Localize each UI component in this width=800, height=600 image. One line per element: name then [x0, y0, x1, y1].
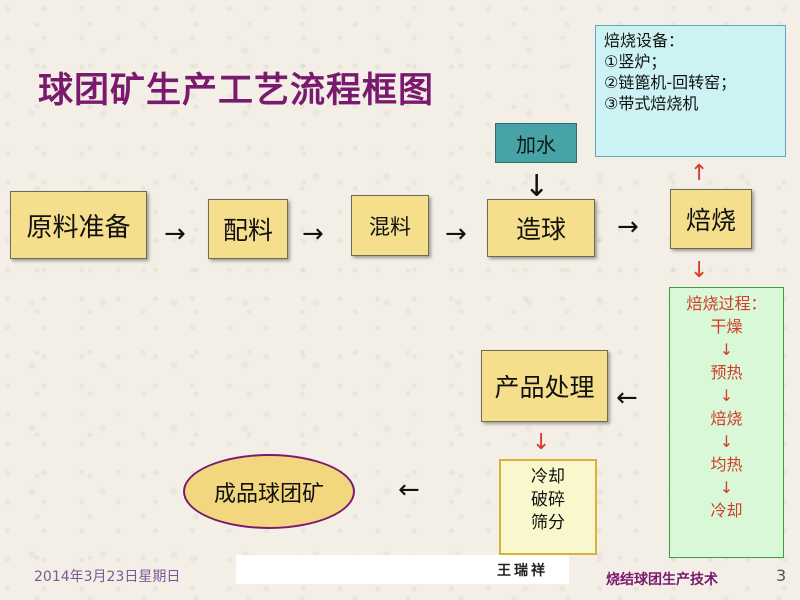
page-number: 3 — [776, 566, 787, 585]
step-label: 焙烧 — [685, 206, 736, 235]
process-stage: 焙烧 — [710, 409, 743, 428]
process-heading: 焙烧过程： — [686, 294, 767, 313]
treatment-step: 冷却 — [531, 467, 565, 487]
left-arrow: ← — [398, 475, 420, 505]
step-label: 混料 — [369, 214, 411, 239]
step-raw-material: 原料准备 — [10, 191, 147, 259]
step-mixing: 混料 — [351, 195, 429, 256]
down-arrow: ↓ — [690, 258, 709, 283]
course-title: 烧结球团生产技术 — [606, 572, 718, 588]
finished-label: 成品球团矿 — [213, 481, 324, 507]
step-label: 产品处理 — [494, 373, 595, 402]
down-arrow: ↓ — [532, 430, 551, 455]
step-roasting: 焙烧 — [670, 189, 752, 249]
add-water-label: 加水 — [516, 132, 556, 157]
up-arrow: ↑ — [690, 161, 709, 186]
page-title: 球团矿生产工艺流程框图 — [38, 71, 435, 111]
treatment-box: 冷却 破碎 筛分 — [499, 459, 597, 555]
treatment-step: 筛分 — [531, 513, 565, 533]
process-arrow: ↓ — [719, 432, 734, 451]
right-arrow: → — [302, 219, 324, 249]
footer-bar — [236, 555, 569, 584]
process-stage: 均热 — [710, 455, 743, 474]
process-stage: 干燥 — [710, 317, 743, 336]
right-arrow: → — [617, 212, 639, 242]
process-arrow: ↓ — [719, 478, 734, 497]
author-name: 王瑞祥 — [497, 563, 548, 579]
step-label: 配料 — [222, 216, 273, 245]
step-batching: 配料 — [208, 199, 288, 259]
roasting-process-box: 焙烧过程： 干燥 ↓ 预热 ↓ 焙烧 ↓ 均热 ↓ 冷却 — [669, 287, 784, 558]
process-arrow: ↓ — [719, 386, 734, 405]
equipment-item: ③带式焙烧机 — [604, 94, 699, 113]
right-arrow: → — [445, 219, 467, 249]
equipment-item: ②链篦机-回转窑； — [604, 73, 737, 92]
step-product-processing: 产品处理 — [481, 350, 608, 422]
footer-date: 2014年3月23日星期日 — [34, 569, 181, 585]
equipment-heading: 焙烧设备： — [604, 31, 685, 50]
finished-pellets-oval: 成品球团矿 — [183, 454, 355, 529]
step-pelletizing: 造球 — [487, 199, 595, 257]
process-stage: 冷却 — [710, 501, 743, 520]
step-label: 造球 — [515, 215, 566, 244]
process-arrow: ↓ — [719, 340, 734, 359]
right-arrow: → — [164, 219, 186, 249]
treatment-step: 破碎 — [531, 490, 565, 510]
process-stage: 预热 — [710, 363, 743, 382]
equipment-item: ①竖炉； — [604, 52, 667, 71]
add-water-box: 加水 — [495, 123, 577, 163]
left-arrow: ← — [616, 383, 638, 413]
down-arrow: ↓ — [524, 169, 550, 204]
roasting-equipment-box: 焙烧设备： ①竖炉； ②链篦机-回转窑； ③带式焙烧机 — [595, 25, 786, 157]
step-label: 原料准备 — [26, 212, 131, 243]
